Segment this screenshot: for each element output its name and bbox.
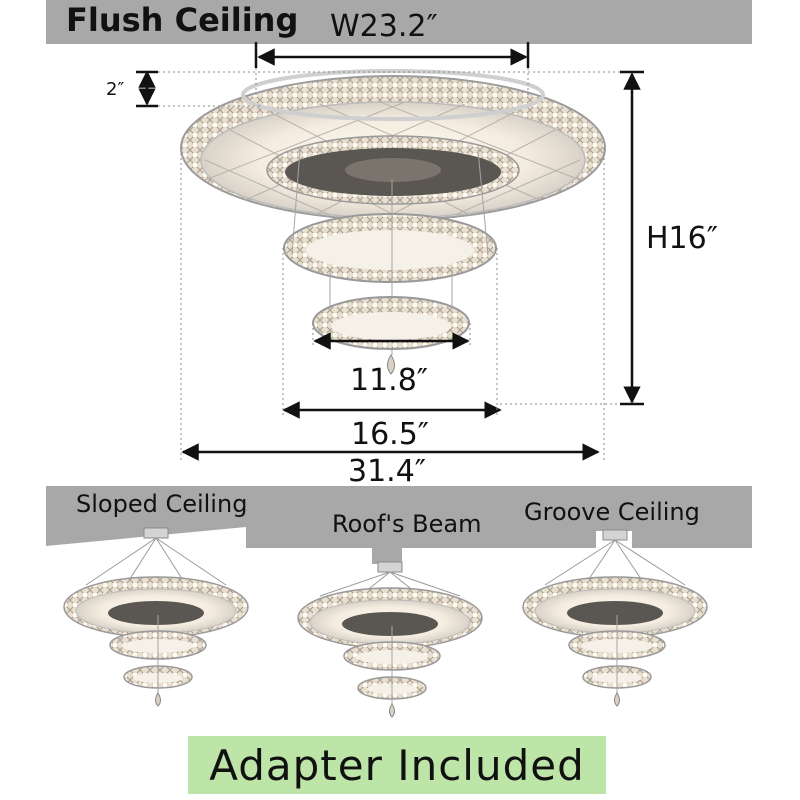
outer-width-label: 31.4″: [348, 454, 427, 489]
adapter-included-banner: Adapter Included: [188, 736, 606, 794]
dimension-lines: [136, 42, 644, 461]
middle-ring-label: 16.5″: [351, 417, 430, 452]
groove-ceiling-label: Groove Ceiling: [524, 498, 700, 526]
main-chandelier: [180, 69, 606, 375]
groove-ceiling-chandelier: [522, 529, 708, 707]
height-label: H16″: [646, 221, 718, 256]
roofs-beam-chandelier: [297, 561, 483, 718]
sloped-ceiling-chandelier: [63, 527, 249, 707]
small-ring-label: 11.8″: [350, 363, 429, 398]
flush-ceiling-bar: [46, 0, 752, 44]
thickness-label: 2″: [106, 79, 125, 100]
adapter-included-text: Adapter Included: [209, 740, 585, 790]
extension-lines: [158, 68, 620, 462]
sloped-ceiling-label: Sloped Ceiling: [76, 490, 248, 518]
roofs-beam-label: Roof's Beam: [332, 510, 482, 538]
width-top-label: W23.2″: [330, 9, 438, 44]
ceiling-strip: [46, 486, 752, 564]
flush-ceiling-title: Flush Ceiling: [66, 1, 299, 39]
